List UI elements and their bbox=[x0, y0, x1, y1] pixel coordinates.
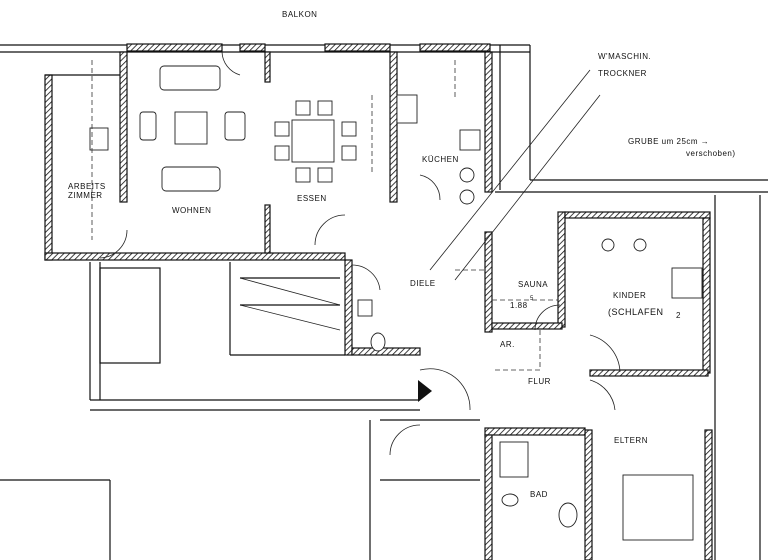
sauna-height: 1.88 bbox=[510, 301, 528, 310]
label-bad: BAD bbox=[530, 490, 548, 499]
label-flur: FLUR bbox=[528, 377, 551, 386]
entrance-arrow bbox=[418, 380, 432, 402]
label-ar: AR. bbox=[500, 340, 515, 349]
label-schlafen: (SCHLAFEN bbox=[608, 307, 664, 317]
label-trockner: TROCKNER bbox=[598, 69, 647, 78]
label-wohnen: WOHNEN bbox=[172, 206, 211, 215]
label-arbeitszimmer-2: ZIMMER bbox=[68, 191, 103, 200]
label-arbeitszimmer: ARBEITS bbox=[68, 182, 106, 191]
label-waschmaschine: W'MASCHIN. bbox=[598, 52, 651, 61]
label-diele: DIELE bbox=[410, 279, 436, 288]
label-schlafen-sub: 2 bbox=[676, 311, 681, 320]
label-kuechen: KÜCHEN bbox=[422, 155, 459, 164]
labels: BALKON ARBEITS ZIMMER WOHNEN ESSEN KÜCHE… bbox=[68, 10, 736, 499]
label-balkon: BALKON bbox=[282, 10, 317, 19]
doors bbox=[99, 51, 621, 456]
furniture bbox=[89, 60, 703, 541]
label-eltern: ELTERN bbox=[614, 436, 648, 445]
note-line-2: verschoben) bbox=[686, 149, 736, 158]
outer-walls bbox=[0, 43, 768, 560]
label-kinder: KINDER bbox=[613, 291, 646, 300]
sauna-height-sup: 5 bbox=[530, 296, 534, 302]
label-sauna: SAUNA bbox=[518, 280, 548, 289]
note-line-1: GRUBE um 25cm → bbox=[628, 137, 709, 146]
label-essen: ESSEN bbox=[297, 194, 327, 203]
